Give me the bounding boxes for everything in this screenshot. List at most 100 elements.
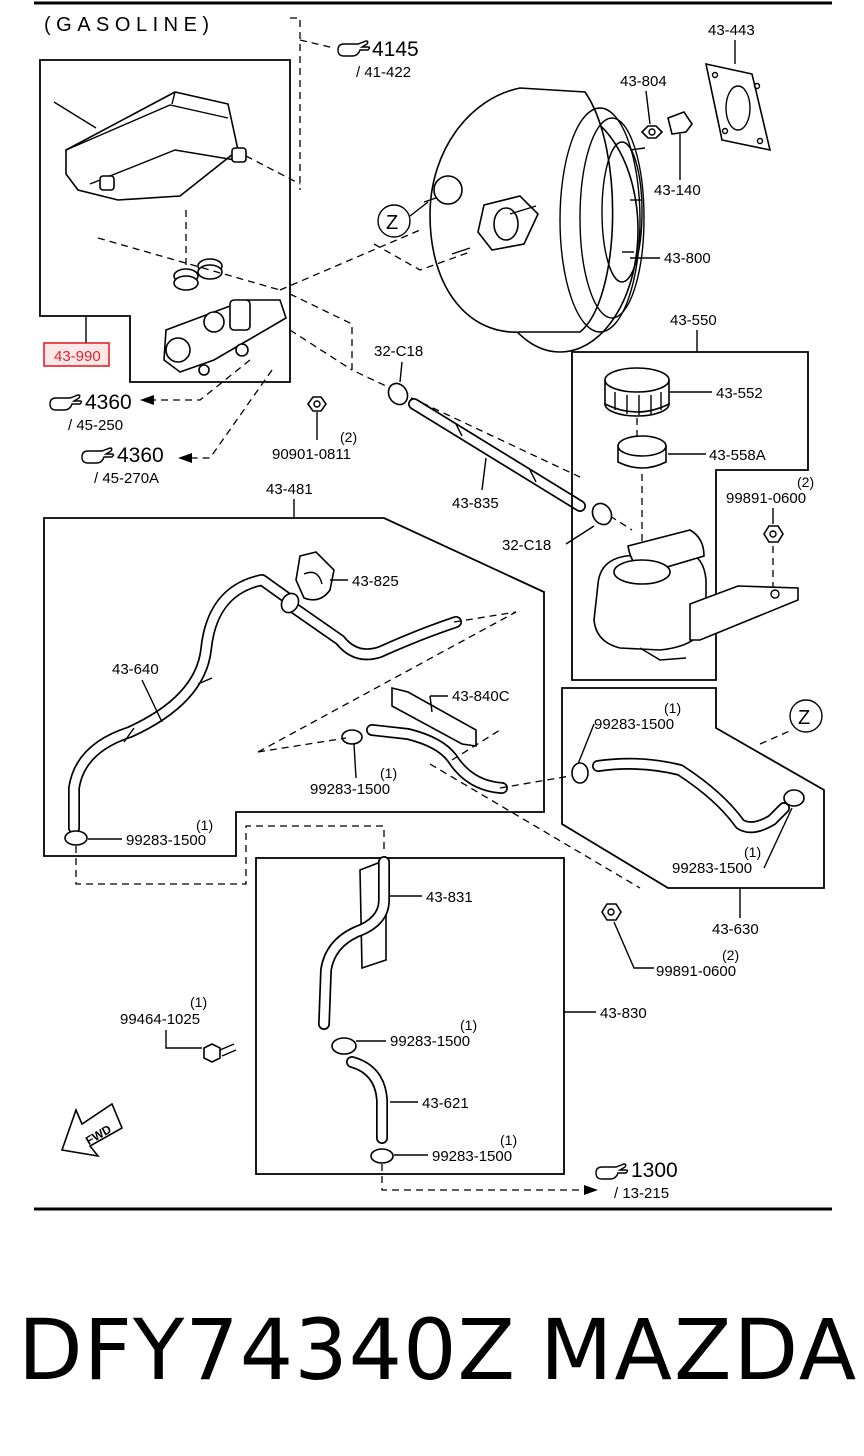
hose-clamp	[591, 502, 613, 526]
label-43-140[interactable]: 43-140	[654, 182, 701, 199]
master-cylinder-body	[163, 299, 287, 373]
section-title: (GASOLINE)	[44, 14, 215, 36]
label-43-630[interactable]: 43-630	[712, 921, 759, 938]
label-32-c18-bottom[interactable]: 32-C18	[502, 537, 551, 554]
bolt	[203, 1043, 221, 1063]
pointing-hand-icon	[337, 40, 371, 57]
part-code: DFY74340Z	[18, 1301, 517, 1399]
label-43-640[interactable]: 43-640	[112, 661, 159, 678]
ref-callout-4360-b[interactable]: 4360 / 45-270A	[81, 444, 164, 487]
qty-99283-1500-c: (1)	[664, 700, 681, 716]
vacuum-pipe-group	[387, 382, 613, 526]
parts-diagram: (GASOLINE) 4145 / 41-422 4360 / 45-250 4…	[34, 1, 832, 1211]
label-43-990[interactable]: 43-990	[54, 348, 101, 365]
flange-nut	[601, 903, 622, 921]
label-99464-1025[interactable]: 99464-1025	[120, 1011, 200, 1028]
hose-clamp	[341, 729, 363, 745]
qty-99283-1500-f: (1)	[500, 1132, 517, 1148]
label-99283-1500-f[interactable]: 99283-1500	[432, 1148, 512, 1165]
hose-clamp	[387, 382, 409, 406]
ref-number: 4145	[372, 38, 419, 61]
label-43-830[interactable]: 43-830	[600, 1005, 647, 1022]
footer: DFY74340Z MAZDA	[0, 1290, 864, 1410]
ref-page: / 45-270A	[94, 470, 159, 487]
pipe-bracket	[391, 686, 477, 747]
label-43-831[interactable]: 43-831	[426, 889, 473, 906]
label-43-552[interactable]: 43-552	[716, 385, 763, 402]
reservoir-box	[571, 351, 809, 681]
label-43-621[interactable]: 43-621	[422, 1095, 469, 1112]
hose-clamp	[64, 830, 88, 846]
label-43-825[interactable]: 43-825	[352, 573, 399, 590]
label-99283-1500-e[interactable]: 99283-1500	[390, 1033, 470, 1050]
hose-box-43-481	[43, 517, 545, 857]
z-label: Z	[798, 707, 810, 729]
hose-clamp	[331, 1037, 357, 1055]
qty-99283-1500-d: (1)	[744, 844, 761, 860]
label-99283-1500-b[interactable]: 99283-1500	[126, 832, 206, 849]
ref-number: 4360	[117, 444, 164, 467]
highlight-box	[43, 342, 110, 367]
qty-99891-0600-bottom: (2)	[722, 947, 739, 963]
arrow-icon	[584, 1185, 598, 1195]
ref-page: / 45-250	[68, 417, 123, 434]
label-43-443[interactable]: 43-443	[708, 22, 755, 39]
qty-99283-1500-b: (1)	[196, 817, 213, 833]
brand-name: MAZDA	[540, 1301, 859, 1399]
ref-number: 4360	[85, 391, 132, 414]
hose-group-43-481	[43, 517, 545, 857]
grommet	[173, 275, 199, 291]
z-marker-1: Z	[377, 201, 429, 238]
arrow-icon	[178, 453, 192, 463]
label-43-804[interactable]: 43-804	[620, 73, 667, 90]
ref-callout-1300[interactable]: 1300 / 13-215	[595, 1159, 678, 1202]
qty-99283-1500-a: (1)	[380, 765, 397, 781]
label-43-550[interactable]: 43-550	[670, 312, 717, 329]
hose-clamp	[280, 592, 300, 614]
ref-number: 1300	[631, 1159, 678, 1182]
pointing-hand-icon	[49, 394, 83, 411]
z-marker-2	[789, 699, 823, 733]
master-cylinder-box	[39, 59, 291, 383]
hose-group-43-630: Z	[561, 687, 825, 889]
clip	[667, 111, 693, 135]
qty-90901-0811: (2)	[340, 429, 357, 445]
flange-nut	[763, 525, 784, 543]
label-99891-0600-top[interactable]: 99891-0600	[726, 490, 806, 507]
hose-box-43-630	[561, 687, 825, 889]
pipe-box-43-830	[255, 857, 565, 1175]
label-43-835[interactable]: 43-835	[452, 495, 499, 512]
label-43-558a[interactable]: 43-558A	[709, 447, 766, 464]
brake-booster-group	[423, 62, 772, 353]
label-43-840c[interactable]: 43-840C	[452, 688, 510, 705]
hose-clamp	[571, 762, 589, 784]
label-43-800[interactable]: 43-800	[664, 250, 711, 267]
nut	[640, 125, 664, 139]
ref-callout-4145[interactable]: 4145 / 41-422	[337, 38, 419, 81]
label-99283-1500-a[interactable]: 99283-1500	[310, 781, 390, 798]
label-43-481[interactable]: 43-481	[266, 481, 313, 498]
reservoir-pin	[53, 101, 97, 129]
ref-page: / 41-422	[356, 64, 411, 81]
reservoir-group	[571, 351, 809, 681]
label-99283-1500-d[interactable]: 99283-1500	[672, 860, 752, 877]
ref-page: / 13-215	[614, 1185, 669, 1202]
qty-99464-1025: (1)	[190, 994, 207, 1010]
label-32-c18-top[interactable]: 32-C18	[374, 343, 423, 360]
hose-bracket	[295, 551, 335, 601]
fwd-arrow-icon: FWD	[60, 1102, 124, 1158]
label-99283-1500-c[interactable]: 99283-1500	[594, 716, 674, 733]
arrow-icon	[140, 395, 154, 405]
z-label: Z	[386, 212, 398, 234]
reservoir-tank	[65, 91, 239, 201]
label-99891-0600-bottom[interactable]: 99891-0600	[656, 963, 736, 980]
ref-callout-4360-a[interactable]: 4360 / 45-250	[49, 391, 132, 434]
qty-99891-0600-top: (2)	[797, 474, 814, 490]
flange-nut	[307, 396, 327, 412]
reservoir-bracket	[689, 585, 799, 641]
label-90901-0811[interactable]: 90901-0811	[272, 446, 351, 463]
pointing-hand-icon	[81, 447, 115, 464]
pointing-hand-icon	[595, 1163, 629, 1180]
hose-clamp	[370, 1148, 394, 1164]
qty-99283-1500-e: (1)	[460, 1017, 477, 1033]
